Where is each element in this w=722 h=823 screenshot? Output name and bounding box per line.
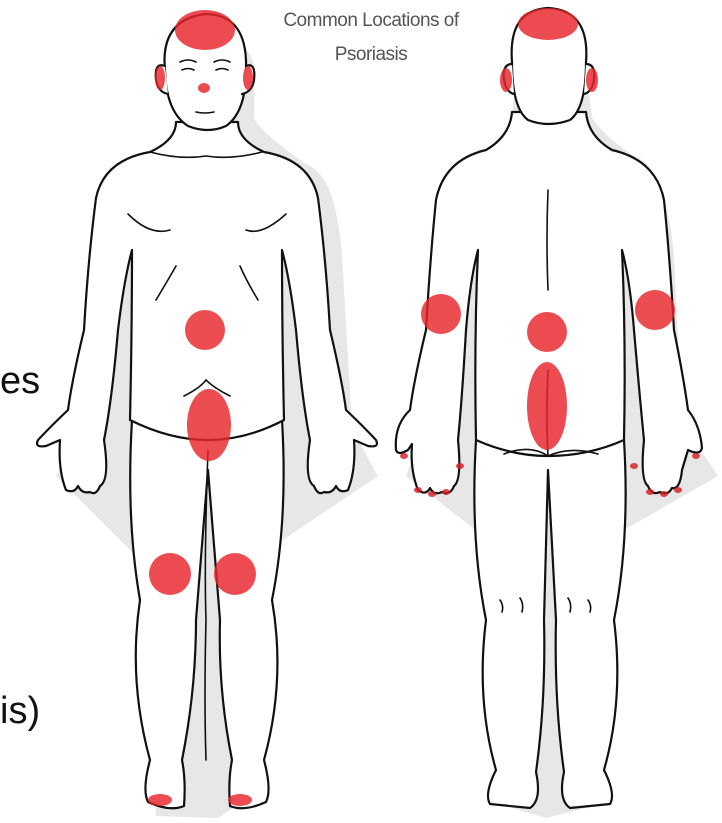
diagram-title-line-1: Common Locations of [10, 10, 722, 32]
lesion-nose [198, 83, 210, 93]
lesion-toes-left [148, 794, 172, 806]
lesion-knee-right [214, 553, 256, 595]
lesion-ear-right-front [243, 66, 253, 90]
cropped-text-line-2: is) [0, 690, 40, 733]
lesion-ear-left-front [155, 66, 165, 90]
cropped-text-line-1: es [0, 360, 40, 403]
lesion-ear-right-back [586, 68, 598, 92]
lesion-groin [187, 389, 231, 461]
diagram-title-line-2: Psoriasis [10, 44, 722, 66]
lesion-toes-right [228, 794, 252, 806]
back-figure [396, 8, 718, 818]
lesion-natal-cleft [527, 362, 567, 450]
lesion-knee-left [149, 553, 191, 595]
lesion-lower-back [527, 312, 567, 352]
lesion-navel [185, 310, 225, 350]
lesion-ear-left-back [500, 68, 512, 92]
lesion-elbow-right [635, 290, 675, 330]
front-figure [37, 10, 378, 818]
lesion-elbow-left [421, 294, 461, 334]
